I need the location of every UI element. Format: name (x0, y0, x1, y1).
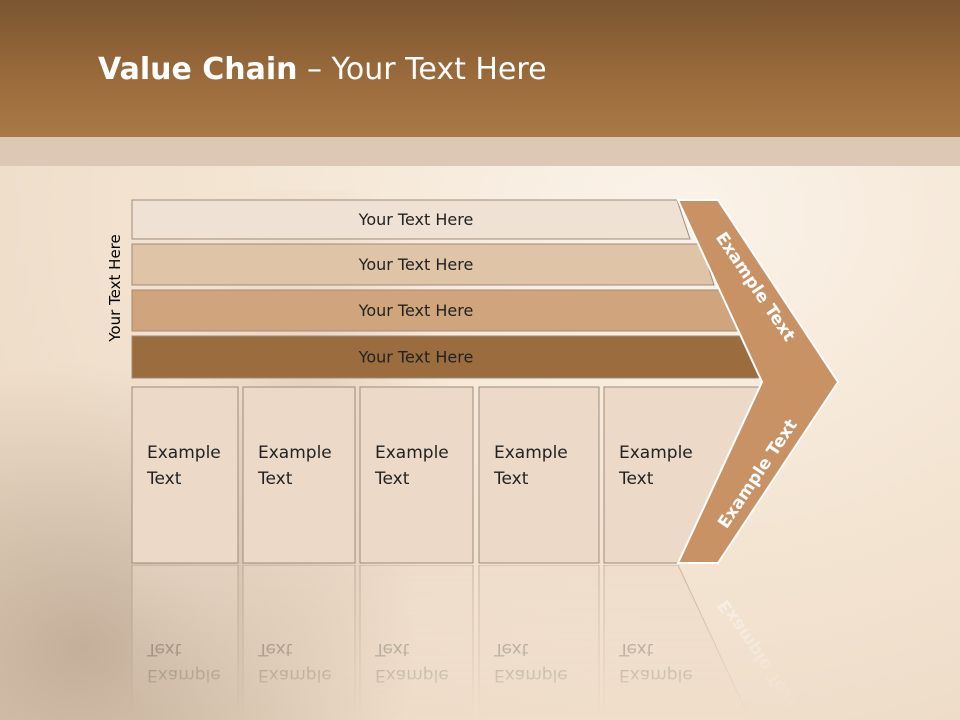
cell-reflection-text-4-a: Example (494, 665, 568, 685)
bar-2[interactable] (131, 243, 715, 286)
cell-3-line1: Example (375, 443, 449, 463)
cell-reflection-text-1-a: Example (147, 665, 221, 685)
header-band (0, 137, 960, 166)
bar-label-1: Your Text Here (358, 210, 474, 229)
cell-4[interactable] (478, 386, 600, 564)
cell-3-line2: Text (374, 469, 410, 489)
cell-reflection-1 (131, 564, 239, 720)
cell-2[interactable] (242, 386, 356, 564)
cell-5-line1: Example (619, 443, 693, 463)
cell-reflection-5 (603, 564, 751, 720)
cell-reflection-text-5-a: Example (619, 665, 693, 685)
cell-reflection-text-1-b: Text (146, 639, 182, 659)
cell-reflection-4 (478, 564, 600, 720)
cell-reflection-2 (242, 564, 356, 720)
chevron-reflection (678, 201, 838, 563)
cell-3[interactable] (359, 386, 474, 564)
cell-2-line2: Text (257, 469, 293, 489)
title-bold: Value Chain (98, 52, 298, 87)
cell-4-line1: Example (494, 443, 568, 463)
cell-reflection-text-2-b: Text (257, 639, 293, 659)
cell-4-line2: Text (493, 469, 529, 489)
cell-reflection-text-3-b: Text (374, 639, 410, 659)
cell-reflection-text-2-a: Example (258, 665, 332, 685)
cell-5-line2: Text (618, 469, 654, 489)
header-bar (0, 0, 960, 137)
cell-1-line1: Example (147, 443, 221, 463)
slide-title[interactable]: Value Chain – Your Text Here (98, 52, 547, 87)
cell-1[interactable] (131, 386, 239, 564)
cell-1-line2: Text (146, 469, 182, 489)
cell-reflection-text-3-a: Example (375, 665, 449, 685)
cell-reflection-text-5-b: Text (618, 639, 654, 659)
bar-label-2: Your Text Here (358, 255, 474, 274)
bar-label-3: Your Text Here (358, 301, 474, 320)
title-rest: – Your Text Here (297, 52, 547, 87)
cell-reflection-3 (359, 564, 474, 720)
cell-2-line1: Example (258, 443, 332, 463)
bar-label-4: Your Text Here (358, 348, 474, 367)
bar-1[interactable] (131, 199, 691, 240)
cell-reflection-text-4-b: Text (493, 639, 529, 659)
